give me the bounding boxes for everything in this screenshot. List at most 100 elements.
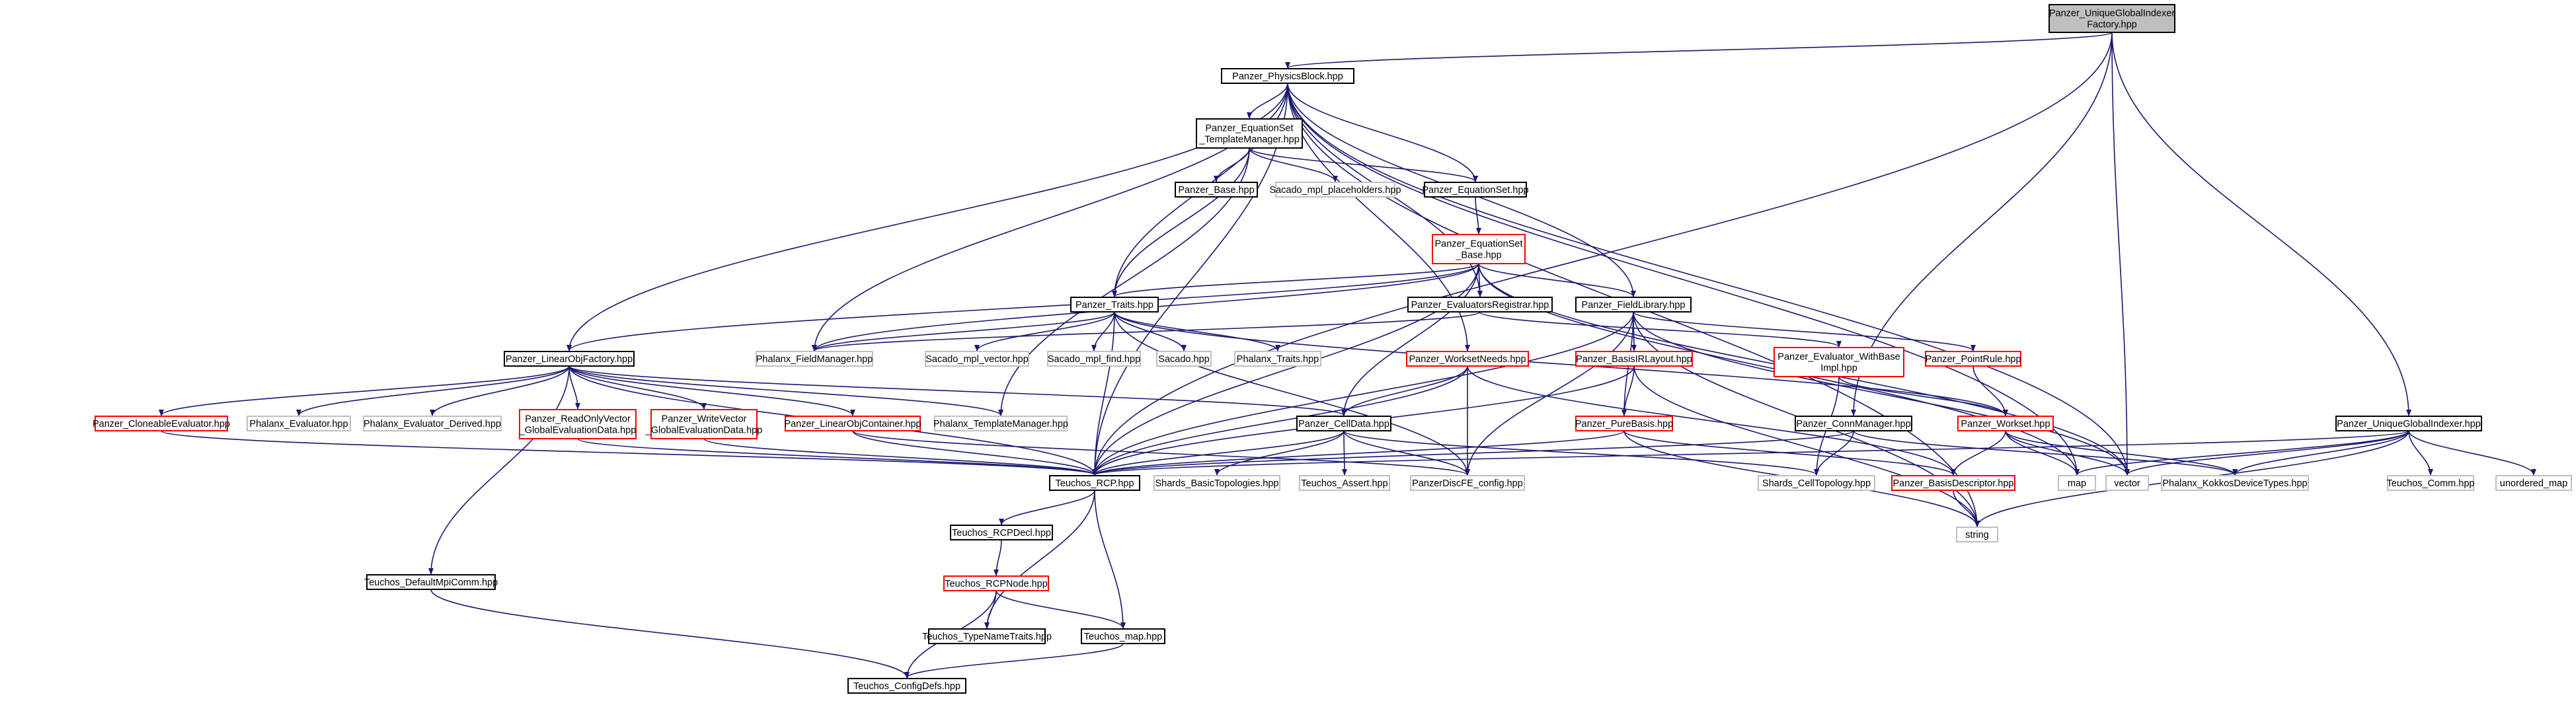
node-basisirl[interactable]: Panzer_BasisIRLayout.hpp	[1575, 351, 1693, 367]
node-umap[interactable]: unordered_map	[2495, 475, 2572, 491]
node-label: Teuchos_map.hpp	[1084, 632, 1163, 642]
node-loc[interactable]: Panzer_LinearObjContainer.hpp	[784, 416, 921, 431]
edge-celldata-to-rcp	[1092, 430, 1345, 476]
node-label: Panzer_Traits.hpp	[1075, 300, 1153, 311]
node-sacado_mpl_ph[interactable]: Sacado_mpl_placeholders.hpp	[1269, 182, 1401, 198]
edge-root-to-ugi	[2111, 32, 2411, 416]
node-box	[1156, 351, 1212, 367]
edge-rcp-to-tmap	[1094, 490, 1126, 629]
node-basisdesc[interactable]: Panzer_BasisDescriptor.hpp	[1891, 475, 2015, 491]
node-wvec[interactable]: Panzer_WriteVector_GlobalEvaluationData.…	[645, 409, 763, 439]
node-phalanx_traits[interactable]: Phalanx_Traits.hpp	[1234, 351, 1321, 367]
node-box	[1070, 297, 1159, 313]
node-label: Panzer_Workset.hpp	[1961, 419, 2050, 429]
node-box	[756, 351, 873, 367]
node-traits[interactable]: Panzer_Traits.hpp	[1070, 297, 1159, 313]
node-dmc[interactable]: Teuchos_DefaultMpiComm.hpp	[364, 574, 498, 590]
edge-rcp-to-rcpdecl	[999, 490, 1095, 525]
node-wsneeds[interactable]: Panzer_WorksetNeeds.hpp	[1406, 351, 1529, 367]
node-vector[interactable]: vector	[2105, 475, 2149, 491]
node-t_assert[interactable]: Teuchos_Assert.hpp	[1299, 475, 1390, 491]
edge-fieldlib-to-pointrule	[1633, 311, 1976, 351]
node-phalanx_fm[interactable]: Phalanx_FieldManager.hpp	[756, 351, 873, 367]
node-pointrule[interactable]: Panzer_PointRule.hpp	[1925, 351, 2021, 367]
node-tnt[interactable]: Teuchos_TypeNameTraits.hpp	[922, 628, 1052, 644]
node-label: _GlobalEvaluationData.hpp	[645, 425, 763, 436]
edge-wsneeds-to-basisdesc	[1467, 365, 1956, 476]
node-physicsblock[interactable]: Panzer_PhysicsBlock.hpp	[1221, 68, 1354, 84]
node-label: Teuchos_DefaultMpiComm.hpp	[364, 577, 498, 588]
node-loff[interactable]: Panzer_LinearObjFactory.hpp	[504, 351, 635, 367]
node-label: string	[1965, 530, 1988, 540]
node-ugi[interactable]: Panzer_UniqueGlobalIndexer.hpp	[2335, 416, 2482, 431]
edge-traits-to-phalanx_fm	[812, 311, 1115, 351]
node-box	[934, 416, 1068, 431]
node-rcpdecl[interactable]: Teuchos_RCPDecl.hpp	[950, 525, 1053, 540]
node-workset[interactable]: Panzer_Workset.hpp	[1957, 416, 2054, 431]
node-label: Phalanx_Traits.hpp	[1237, 354, 1319, 365]
edge-workset-to-basisdesc	[1951, 430, 2006, 476]
node-label: Panzer_EquationSet.hpp	[1422, 185, 1528, 196]
node-sacado_find[interactable]: Sacado_mpl_find.hpp	[1047, 351, 1141, 367]
node-box	[1925, 351, 2021, 367]
edge-fieldlib-to-vector	[1633, 311, 2130, 476]
node-shards_ct[interactable]: Shards_CellTopology.hpp	[1758, 475, 1875, 491]
node-label: Panzer_Base.hpp	[1178, 185, 1254, 196]
node-eqset_tm[interactable]: Panzer_EquationSet_TemplateManager.hpp	[1196, 118, 1303, 149]
node-discfe[interactable]: PanzerDiscFE_config.hpp	[1410, 475, 1525, 491]
node-evalreg[interactable]: Panzer_EvaluatorsRegistrar.hpp	[1407, 297, 1553, 313]
node-rcpnode[interactable]: Teuchos_RCPNode.hpp	[943, 575, 1049, 591]
edge-fieldlib-to-rcp	[1092, 311, 1634, 476]
edge-physicsblock-to-map	[1287, 83, 2080, 476]
edge-eqset_tm-to-traits	[1112, 147, 1250, 297]
node-configdefs[interactable]: Teuchos_ConfigDefs.hpp	[847, 678, 966, 694]
node-box	[1081, 628, 1165, 644]
edge-connmgr-to-rcp	[1092, 430, 1854, 476]
node-eqset_base[interactable]: Panzer_EquationSet_Base.hpp	[1432, 234, 1526, 264]
node-ph_eval[interactable]: Phalanx_Evaluator.hpp	[247, 416, 351, 431]
node-label: Panzer_ConnManager.hpp	[1796, 419, 1910, 429]
node-box	[2495, 475, 2572, 491]
node-map[interactable]: map	[2058, 475, 2096, 491]
edge-loc-to-rcp	[852, 430, 1097, 476]
edge-connmgr-to-shards_ct	[1814, 430, 1854, 476]
edge-wsneeds-to-celldata	[1341, 365, 1468, 416]
node-tmap[interactable]: Teuchos_map.hpp	[1081, 628, 1165, 644]
edge-traits-to-rcp	[1092, 311, 1115, 476]
edge-eqset_tm-to-base	[1214, 147, 1250, 182]
node-string[interactable]: string	[1956, 527, 1998, 542]
node-fieldlib[interactable]: Panzer_FieldLibrary.hpp	[1575, 297, 1692, 313]
edge-celldata-to-shards_ct	[1343, 430, 1819, 476]
node-box	[247, 416, 351, 431]
node-connmgr[interactable]: Panzer_ConnManager.hpp	[1795, 416, 1912, 431]
node-shards_bt[interactable]: Shards_BasicTopologies.hpp	[1153, 475, 1280, 491]
node-sacado_vec[interactable]: Sacado_mpl_vector.hpp	[925, 351, 1029, 367]
node-label: _Base.hpp	[1455, 250, 1501, 261]
node-label: Panzer_PhysicsBlock.hpp	[1232, 71, 1343, 82]
node-celldata[interactable]: Panzer_CellData.hpp	[1296, 416, 1391, 431]
node-eqset[interactable]: Panzer_EquationSet.hpp	[1422, 182, 1529, 198]
node-label: Panzer_FieldLibrary.hpp	[1582, 300, 1686, 311]
node-box	[1575, 351, 1693, 367]
node-sacado[interactable]: Sacado.hpp	[1156, 351, 1212, 367]
edge-ugi-to-kokkos	[2232, 430, 2409, 476]
node-t_comm[interactable]: Teuchos_Comm.hpp	[2387, 475, 2475, 491]
edge-wsneeds-to-rcp	[1092, 365, 1468, 476]
node-kokkos[interactable]: Phalanx_KokkosDeviceTypes.hpp	[2161, 475, 2309, 491]
node-box	[950, 525, 1053, 540]
node-label: Panzer_CellData.hpp	[1298, 419, 1389, 429]
node-base[interactable]: Panzer_Base.hpp	[1175, 182, 1258, 198]
edge-basisdesc-to-string	[1953, 490, 1980, 527]
node-label: Teuchos_Assert.hpp	[1301, 478, 1387, 489]
node-rcp[interactable]: Teuchos_RCP.hpp	[1049, 475, 1140, 491]
edge-evalreg-to-eval_wb	[1479, 311, 1842, 348]
node-label: Panzer_CloneableEvaluator.hpp	[93, 419, 230, 429]
node-box	[504, 351, 635, 367]
node-ph_eval_der[interactable]: Phalanx_Evaluator_Derived.hpp	[363, 416, 502, 431]
node-rovec[interactable]: Panzer_ReadOnlyVector_GlobalEvaluationDa…	[519, 409, 637, 439]
node-cloneable[interactable]: Panzer_CloneableEvaluator.hpp	[93, 416, 230, 431]
node-ph_tm[interactable]: Phalanx_TemplateManager.hpp	[933, 416, 1068, 431]
node-purebasis[interactable]: Panzer_PureBasis.hpp	[1575, 416, 1673, 431]
